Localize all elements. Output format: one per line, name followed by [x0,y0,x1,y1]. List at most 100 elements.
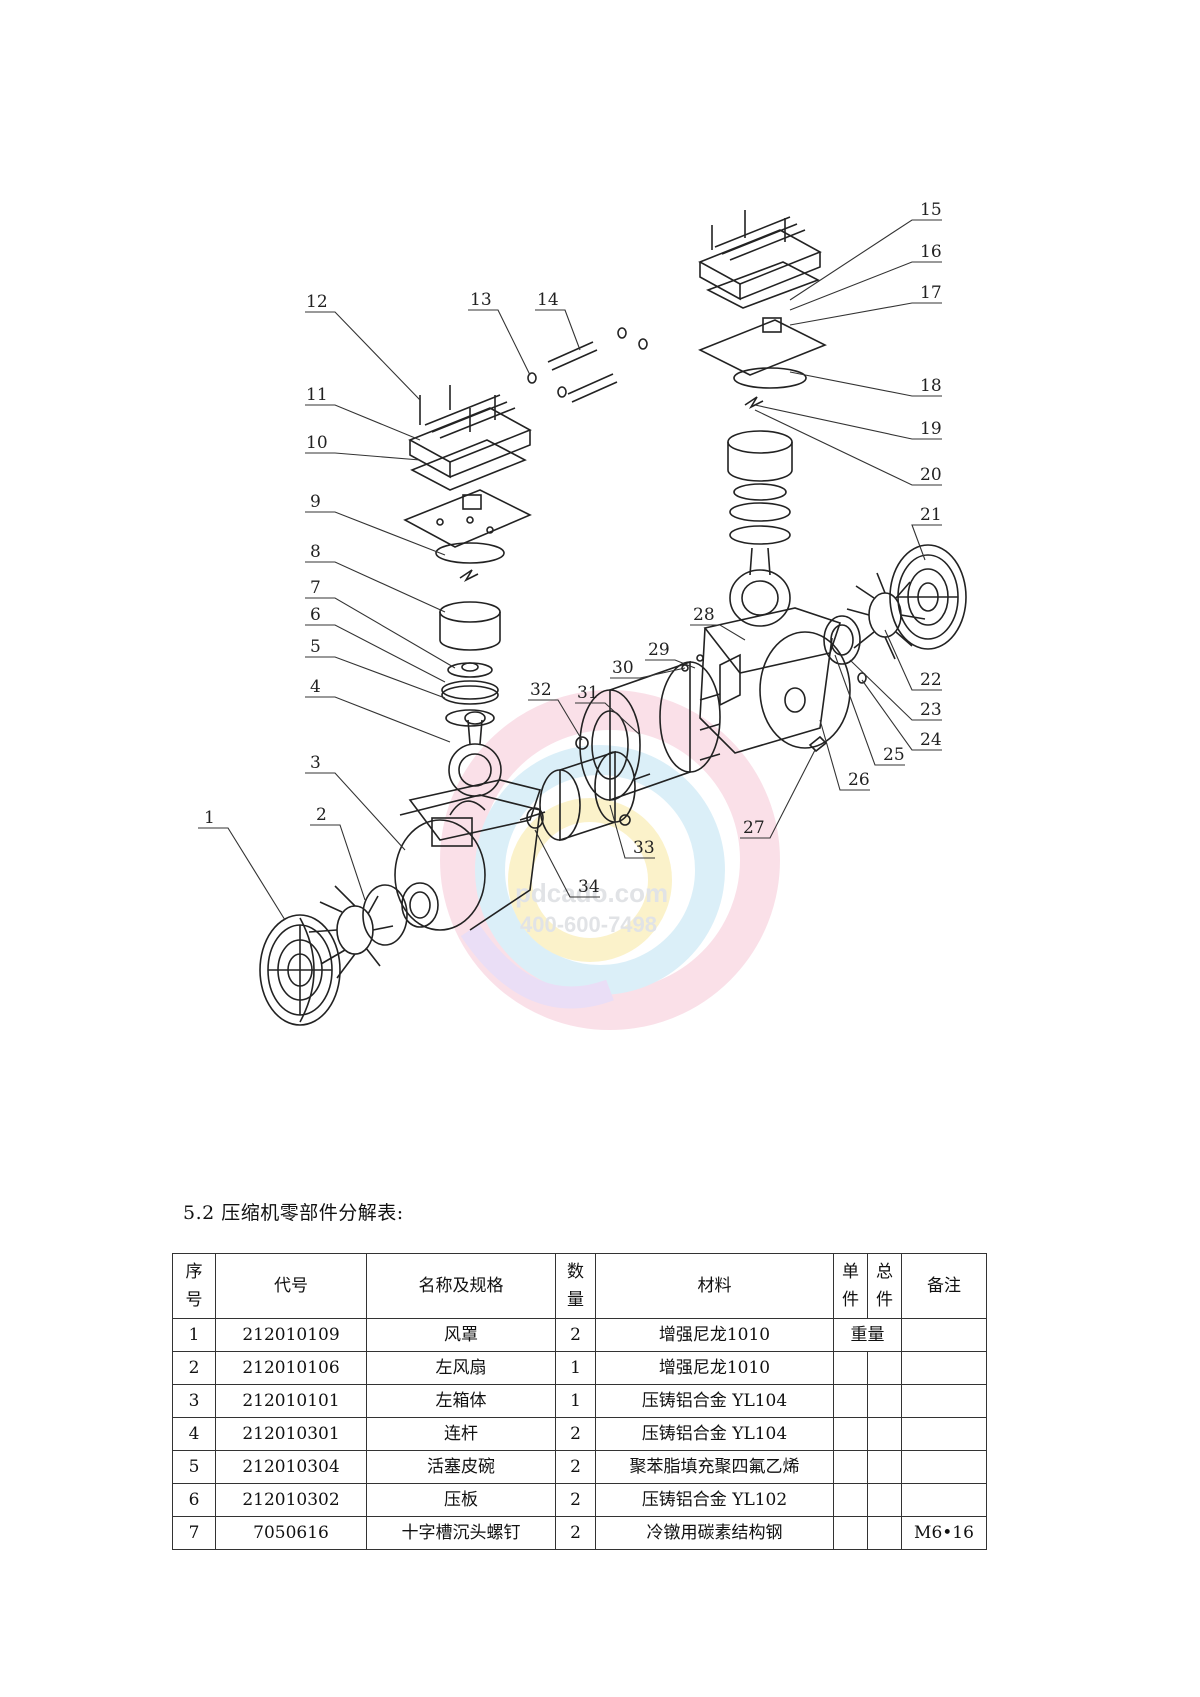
cell-name: 压板 [366,1483,556,1517]
header-code: 代号 [215,1253,367,1319]
cell-no: 5 [172,1450,216,1484]
cell-name: 左箱体 [366,1384,556,1418]
cell-code: 212010109 [215,1318,367,1352]
header-no-line2: 号 [185,1290,203,1310]
part-bearing-34 [526,807,544,829]
cell-note [901,1483,987,1517]
table-header: 序 号 代号 名称及规格 数 量 材料 单 件 总 [172,1253,987,1319]
callout-31: 31 [577,683,599,703]
header-no-line1: 序 [185,1262,203,1282]
header-total-weight: 总 件 [867,1253,902,1319]
table-row: 3 212010101 左箱体 1 压铸铝合金 YL104 [172,1384,987,1418]
weight-group-label: 重量 [833,1318,902,1352]
table-row: 6 212010302 压板 2 压铸铝合金 YL102 [172,1483,987,1517]
cell-qty: 2 [555,1417,596,1451]
cell-code: 212010101 [215,1384,367,1418]
cell-no: 4 [172,1417,216,1451]
part-gasket-left [410,439,527,491]
callout-26: 26 [848,770,870,790]
cell-note [901,1384,987,1418]
callout-28: 28 [693,605,715,625]
callout-1: 1 [204,808,215,828]
callout-24: 24 [920,730,942,750]
part-tubes [527,327,648,403]
cell-material: 压铸铝合金 YL104 [595,1417,834,1451]
callout-22: 22 [920,670,942,690]
part-cylinder-right [727,430,793,482]
callout-32: 32 [530,680,552,700]
cell-code: 7050616 [215,1516,367,1550]
callout-9: 9 [310,492,321,512]
cell-total-weight [867,1417,902,1451]
cell-total-weight [867,1483,902,1517]
part-fan-cover-left [259,914,341,1026]
table-row: 2 212010106 左风扇 1 增强尼龙1010 [172,1351,987,1385]
cell-code: 212010302 [215,1483,367,1517]
cell-qty: 2 [555,1516,596,1550]
cell-code: 212010304 [215,1450,367,1484]
callout-3: 3 [310,753,321,773]
header-total-line2: 件 [876,1290,893,1310]
cell-qty: 1 [555,1384,596,1418]
part-connecting-rod-left [448,711,502,797]
cell-no: 1 [172,1318,216,1352]
header-qty-line1: 数 [567,1262,584,1282]
cell-unit-weight [833,1483,868,1517]
cell-material: 聚苯脂填充聚四氟乙烯 [595,1450,834,1484]
part-bearing-right [823,615,867,684]
watermark-url: pdcado.com [515,878,668,908]
cell-name: 活塞皮碗 [366,1450,556,1484]
cell-name: 十字槽沉头螺钉 [366,1516,556,1550]
part-fan-cover-right [889,544,967,650]
cell-code: 212010301 [215,1417,367,1451]
callout-15: 15 [920,200,942,220]
part-screw-27 [808,735,828,753]
callout-11: 11 [306,385,328,405]
part-valve-left [435,542,505,582]
cell-qty: 1 [555,1351,596,1385]
cell-note [901,1351,987,1385]
callout-5: 5 [310,637,321,657]
cell-total-weight [867,1351,902,1385]
cell-total-weight [867,1516,902,1550]
cell-material: 增强尼龙1010 [595,1318,834,1352]
callout-10: 10 [306,433,328,453]
callout-30: 30 [612,658,634,678]
table-row: 5 212010304 活塞皮碗 2 聚苯脂填充聚四氟乙烯 [172,1450,987,1484]
callout-12: 12 [306,292,328,312]
cell-name: 连杆 [366,1417,556,1451]
part-fan-right [846,572,926,660]
header-unit-weight: 单 件 [833,1253,868,1319]
part-screws-29-30 [681,654,704,672]
part-fan-left [308,884,408,979]
part-rings-right [729,483,791,545]
cell-total-weight [867,1384,902,1418]
cell-note [901,1318,987,1352]
part-stator [579,660,721,802]
callout-19: 19 [920,419,942,439]
header-total-line1: 总 [876,1262,893,1282]
header-qty-line2: 量 [567,1290,584,1310]
table-row: 4 212010301 连杆 2 压铸铝合金 YL104 [172,1417,987,1451]
callout-14: 14 [537,290,559,310]
callout-8: 8 [310,542,321,562]
parts-table: 序 号 代号 名称及规格 数 量 材料 单 件 总 [172,1253,987,1550]
header-unit-line2: 件 [842,1290,859,1310]
part-rotor [519,750,651,842]
part-gasket-right [706,261,820,309]
callout-23: 23 [920,700,942,720]
watermark-phone: 400-600-7498 [520,912,657,937]
header-material: 材料 [595,1253,834,1319]
part-valve-plate-right [698,317,827,389]
cell-name: 风罩 [366,1318,556,1352]
callout-13: 13 [470,290,492,310]
callout-20: 20 [920,465,942,485]
part-rings-left [441,662,499,727]
cell-note: M6•16 [901,1516,987,1550]
callout-4: 4 [310,677,321,697]
header-no: 序 号 [172,1253,216,1319]
cell-material: 增强尼龙1010 [595,1351,834,1385]
part-housing-right [699,607,851,754]
leader-lines [198,219,942,921]
cell-no: 6 [172,1483,216,1517]
